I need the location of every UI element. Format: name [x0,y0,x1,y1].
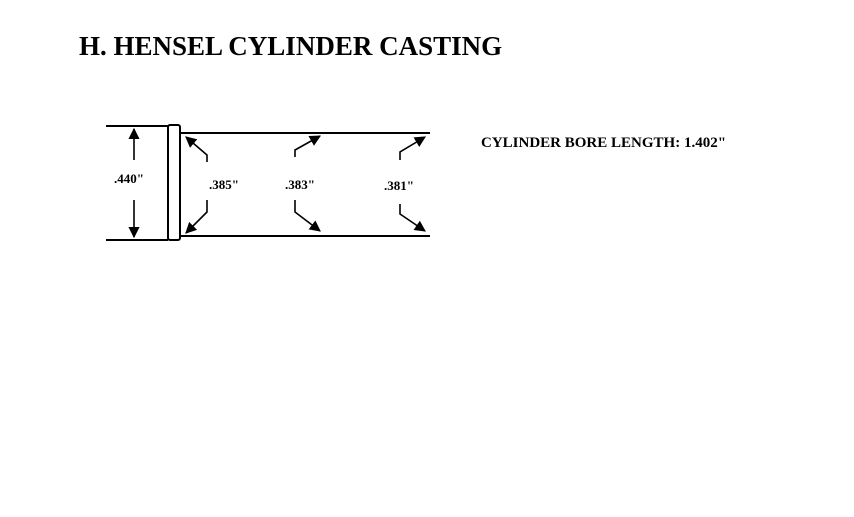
bore-3-dimension [399,136,426,232]
flange [167,124,181,241]
bore-1-dimension [185,136,208,234]
outer-diameter-label: .440" [114,171,144,186]
cylinder-outline [106,124,430,241]
bore-3-label: .381" [384,178,414,193]
page-title: H. HENSEL CYLINDER CASTING [79,31,503,61]
bore-1-label: .385" [209,177,239,192]
bore-2-label: .383" [285,177,315,192]
bore-length-label: CYLINDER BORE LENGTH: 1.402" [481,135,727,151]
bore-2-dimension [294,135,321,232]
